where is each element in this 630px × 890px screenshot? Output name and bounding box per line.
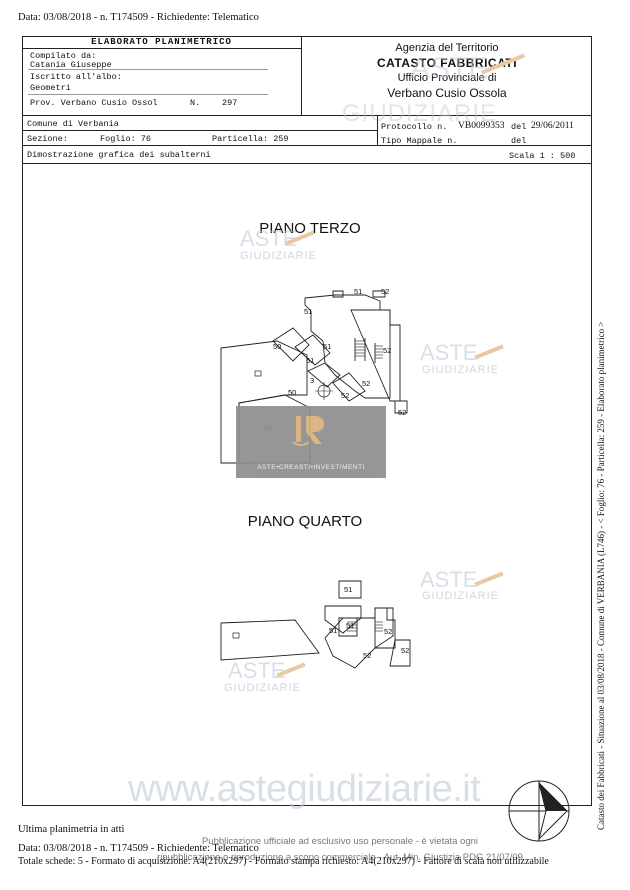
watermark-aste: ASTE [240, 226, 298, 251]
subunit-label: 51 [304, 307, 313, 316]
watermark-giudiziarie: GIUDIZIARIE [422, 364, 500, 376]
last-plan-label: Ultima planimetria in atti [18, 824, 125, 835]
divider [28, 69, 268, 70]
subunit-label: 51 [306, 356, 315, 365]
province-label: Prov. Verbano Cusio Ossol [30, 98, 158, 108]
sezione-label: Sezione: [27, 134, 68, 144]
floor-plan-quarto [220, 580, 411, 669]
document-frame [22, 36, 592, 806]
subunit-label: 51 [354, 287, 363, 296]
compiled-name: Catania Giuseppe [30, 60, 112, 70]
subunit-label: 52 [381, 287, 390, 296]
divider [22, 130, 377, 131]
divider [377, 116, 378, 146]
footer-line-2: Totale schede: 5 - Formato di acquisizio… [18, 856, 549, 867]
subunit-label: 52 [341, 391, 350, 400]
agency-name: Agenzia del Territorio [395, 42, 499, 54]
subunit-label: 52 [383, 346, 392, 355]
subunit-label: 52 [398, 408, 407, 417]
watermark-site: www.astegiudiziarie.it [128, 768, 481, 810]
watermark-aste: ASTE [420, 340, 478, 365]
registered-value: Geometri [30, 83, 71, 93]
watermark-aste: ASTE [420, 567, 478, 592]
watermark-giudiziarie: GIUDIZIARIE [342, 100, 498, 127]
protocollo-date: 29/06/2011 [531, 121, 574, 131]
subunit-label: 52 [384, 627, 393, 636]
watermark-giudiziarie: GIUDIZIARIE [224, 682, 302, 694]
watermark-giudiziarie: GIUDIZIARIE [422, 590, 500, 602]
tipo-mappale-label: Tipo Mappale n. [381, 136, 458, 146]
logo-text: ASTE•CREASTI•INVESTIMENTI [257, 464, 365, 471]
subunit-label: 51 [323, 342, 332, 351]
subunit-label: 3 [310, 376, 315, 385]
catasto-title: CATASTO FABBRICATI [376, 56, 518, 70]
protocollo-del-label: del [511, 122, 527, 132]
subunit-label: 52 [401, 646, 410, 655]
watermark-aste: ASTE [410, 52, 489, 85]
registered-label: Iscritto all'albo: [30, 72, 122, 82]
compiled-label: Compilato da: [30, 51, 97, 61]
comune: Comune di Verbania [27, 119, 119, 129]
subunit-label: 51 [346, 621, 355, 630]
tipo-mappale-del: del [511, 136, 527, 146]
subtitle-row [22, 146, 592, 164]
plan-title-terzo: PIANO TERZO [259, 220, 361, 237]
province-n-value: 297 [222, 98, 238, 108]
publication-note: Pubblicazione ufficiale ad esclusivo uso… [201, 836, 479, 847]
divider [28, 94, 268, 95]
subunit-label: 52 [362, 379, 371, 388]
subunit-label: 51 [329, 626, 338, 635]
subunit-label: 52 [363, 651, 372, 660]
province-n-label: N. [190, 98, 201, 108]
watermark-giudiziarie: GIUDIZIARIE [240, 250, 318, 262]
publication-note: ripubblicazione o riproduzione a scopo c… [157, 852, 523, 863]
north-arrow-icon [508, 780, 570, 842]
logo-watermark [236, 406, 386, 478]
plan-title-quarto: PIANO QUARTO [247, 513, 363, 530]
header-section [22, 36, 592, 116]
top-line: Data: 03/08/2018 - n. T174509 - Richiede… [18, 12, 259, 23]
logo-icon [292, 416, 324, 446]
subunit-label: 50 [288, 388, 297, 397]
protocollo-label: Protocollo n. [381, 122, 448, 132]
header-title: ELABORATO PLANIMETRICO [22, 36, 301, 49]
foglio: Foglio: 76 [100, 134, 152, 144]
scale-label: Scala 1 : 500 [509, 151, 576, 161]
subunit-label: 51 [344, 585, 353, 594]
sidebar-cadastral-note: Catasto dei Fabbricati - Situazione al 0… [596, 321, 606, 830]
header-left-box: ELABORATO PLANIMETRICO Compilato da: Cat… [22, 36, 302, 116]
province-name: Verbano Cusio Ossola [387, 86, 507, 100]
footer-line-1: Data: 03/08/2018 - n. T174509 - Richiede… [18, 843, 259, 854]
watermark-aste: ASTE [228, 658, 286, 683]
subunit-label: 50 [273, 342, 282, 351]
identification-row [22, 116, 592, 146]
particella: Particella: 259 [212, 134, 289, 144]
protocollo-value: VB0099353 [458, 121, 505, 131]
office-label: Ufficio Provinciale di [397, 72, 497, 84]
plan-subtitle: Dimostrazione grafica dei subalterni [27, 150, 211, 160]
